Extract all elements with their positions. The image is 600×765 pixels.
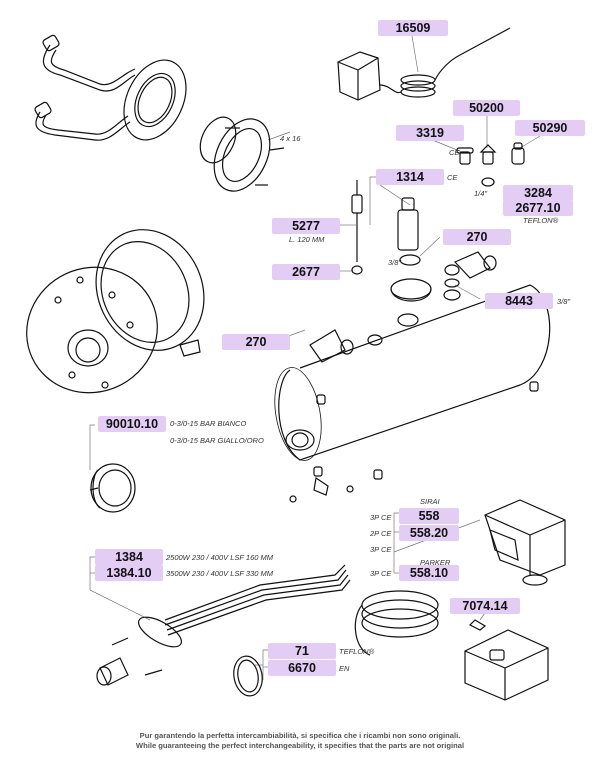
label-valve-3319[interactable]: 3319 bbox=[396, 125, 464, 141]
thermostat bbox=[337, 27, 511, 101]
label-level-probe[interactable]: 1314 bbox=[376, 169, 444, 185]
label-gasket-6670[interactable]: 6670 bbox=[268, 660, 336, 676]
footer-english: While guaranteeing the perfect interchan… bbox=[135, 741, 465, 750]
note-heater-1384: 2500W 230 / 400V LSF 160 MM bbox=[166, 553, 274, 562]
label-pressostat-558-20[interactable]: 558.20 bbox=[399, 525, 459, 541]
flange bbox=[123, 59, 285, 192]
note-screws: 4 x 16 bbox=[280, 134, 301, 143]
note-8443-size: 3/8" bbox=[557, 297, 571, 306]
label-heater-1384[interactable]: 1384 bbox=[95, 549, 163, 565]
label-gasket-2677-10[interactable]: 2677.10 bbox=[503, 200, 573, 216]
label-relay[interactable]: 7074.14 bbox=[450, 598, 520, 614]
capillary-hose bbox=[354, 590, 439, 656]
label-gasket-3284[interactable]: 3284 bbox=[503, 185, 573, 201]
note-brand-sirai: SIRAI bbox=[420, 497, 440, 506]
note-teflon: TEFLON® bbox=[523, 216, 559, 225]
note-brand-parker: PARKER bbox=[420, 558, 451, 567]
note-gasket-6670: EN bbox=[339, 664, 350, 673]
label-fitting-8443[interactable]: 8443 bbox=[485, 293, 553, 309]
relay-box bbox=[464, 619, 549, 701]
note-manometer-gold: 0-3/0-15 BAR GIALLO/ORO bbox=[170, 436, 264, 445]
label-heater-1384-10[interactable]: 1384.10 bbox=[95, 565, 163, 581]
label-gasket-270-left[interactable]: 270 bbox=[222, 334, 290, 350]
manometer bbox=[89, 463, 136, 513]
heating-element bbox=[96, 564, 351, 697]
label-manometer[interactable]: 90010.10 bbox=[98, 416, 166, 432]
note-pressostat-558-10: 3P CE bbox=[370, 569, 392, 578]
label-valve-50200[interactable]: 50200 bbox=[453, 100, 520, 116]
heating-flange bbox=[26, 229, 205, 394]
boiler-tank bbox=[274, 251, 551, 503]
note-heater-1384-10: 3500W 230 / 400V LSF 330 MM bbox=[166, 569, 274, 578]
label-gasket-71[interactable]: 71 bbox=[268, 643, 336, 659]
note-pressostat-558-20: 2P CE bbox=[370, 529, 392, 538]
label-probe-5277[interactable]: 5277 bbox=[272, 218, 340, 234]
note-level-probe-ce: CE bbox=[447, 173, 458, 182]
pipe-assembly bbox=[34, 34, 136, 141]
pressostat bbox=[484, 499, 566, 586]
note-quarter-size: 1/4" bbox=[474, 189, 488, 198]
fittings bbox=[456, 142, 525, 187]
label-valve-50290[interactable]: 50290 bbox=[515, 120, 585, 136]
note-270-size: 3/8" bbox=[388, 258, 402, 267]
label-thermostat[interactable]: 16509 bbox=[378, 20, 448, 36]
note-pressostat-3p: 3P CE bbox=[370, 545, 392, 554]
label-gasket-270-top[interactable]: 270 bbox=[443, 229, 511, 245]
footer-italian: Pur garantendo la perfetta intercambiabi… bbox=[139, 731, 461, 740]
note-gasket-71: TEFLON® bbox=[339, 647, 375, 656]
label-gasket-2677[interactable]: 2677 bbox=[272, 264, 340, 280]
note-probe-length: L. 120 MM bbox=[289, 235, 325, 244]
note-pressostat-558: 3P CE bbox=[370, 513, 392, 522]
note-manometer-white: 0-3/0-15 BAR BIANCO bbox=[170, 419, 247, 428]
probes bbox=[351, 180, 421, 275]
label-pressostat-558-10[interactable]: 558.10 bbox=[399, 565, 459, 581]
label-pressostat-558[interactable]: 558 bbox=[399, 508, 459, 524]
note-valve-ce: CE bbox=[449, 148, 460, 157]
